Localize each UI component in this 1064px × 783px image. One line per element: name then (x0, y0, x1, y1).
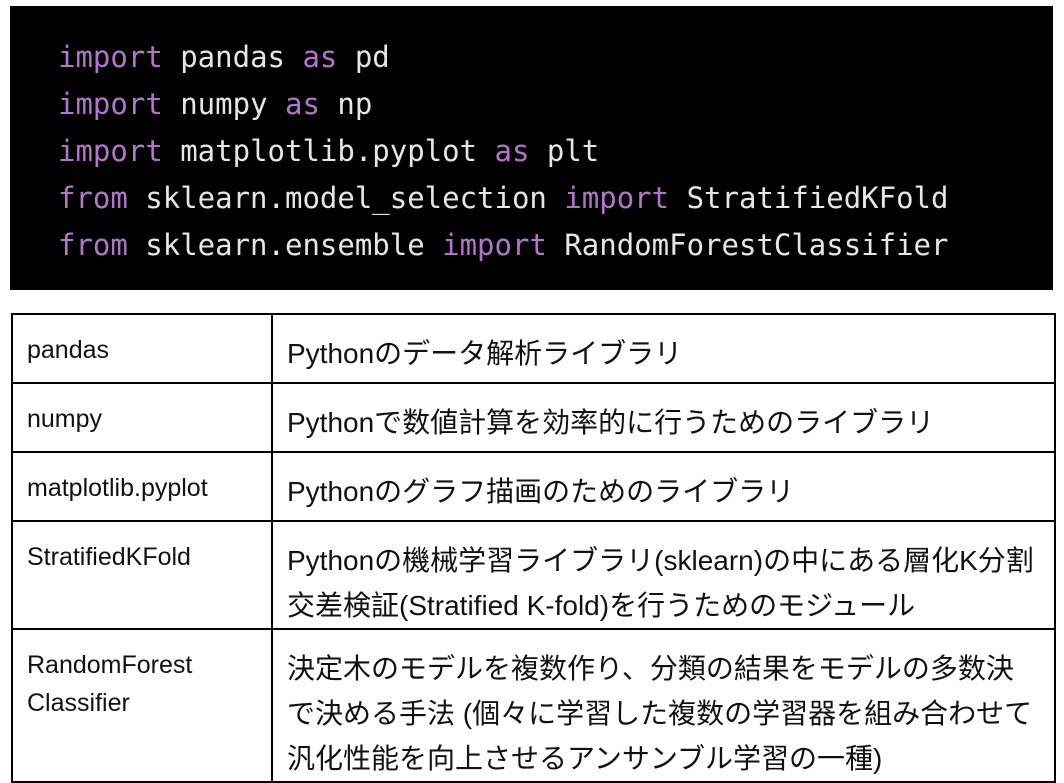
code-keyword: import (58, 134, 163, 168)
table-row: RandomForest Classifier 決定木のモデルを複数作り、分類の… (11, 628, 1056, 783)
code-text: pandas (162, 40, 303, 74)
definition-cell: Pythonのデータ解析ライブラリ (271, 313, 1056, 384)
table-row: matplotlib.pyplot Pythonのグラフ描画のためのライブラリ (11, 451, 1056, 522)
definition-cell: Pythonの機械学習ライブラリ(sklearn)の中にある層化K分割交差検証(… (271, 520, 1056, 630)
code-text: plt (529, 134, 600, 168)
code-text: RandomForestClassifier (546, 228, 949, 262)
definition-cell: Pythonのグラフ描画のためのライブラリ (271, 451, 1056, 522)
code-text: np (319, 87, 373, 121)
code-keyword: from (58, 228, 128, 262)
definition-cell: 決定木のモデルを複数作り、分類の結果をモデルの多数決で決める手法 (個々に学習し… (271, 628, 1056, 783)
code-keyword: as (302, 40, 338, 74)
code-line: from sklearn.ensemble import RandomFores… (58, 222, 1053, 269)
code-block: import pandas as pd import numpy as np i… (10, 6, 1053, 290)
code-keyword: as (494, 134, 530, 168)
code-line: from sklearn.model_selection import Stra… (58, 175, 1053, 222)
code-text: numpy (162, 87, 285, 121)
table-row: pandas Pythonのデータ解析ライブラリ (11, 313, 1056, 384)
term-cell: matplotlib.pyplot (11, 451, 273, 522)
code-keyword: import (564, 181, 670, 215)
term-cell: RandomForest Classifier (11, 628, 273, 783)
definition-cell: Pythonで数値計算を効率的に行うためのライブラリ (271, 382, 1056, 453)
term-cell: pandas (11, 313, 273, 384)
table-row: numpy Pythonで数値計算を効率的に行うためのライブラリ (11, 382, 1056, 453)
code-text: pd (337, 40, 390, 74)
code-line: import numpy as np (58, 81, 1053, 128)
code-keyword: import (58, 40, 163, 74)
table-row: StratifiedKFold Pythonの機械学習ライブラリ(sklearn… (11, 520, 1056, 630)
library-table: pandas Pythonのデータ解析ライブラリ numpy Pythonで数値… (11, 313, 1056, 783)
term-cell: StratifiedKFold (11, 520, 273, 630)
code-keyword: as (284, 87, 320, 121)
code-keyword: import (58, 87, 163, 121)
term-cell: numpy (11, 382, 273, 453)
code-text: sklearn.ensemble (127, 228, 443, 262)
code-text: StratifiedKFold (669, 181, 949, 215)
code-line: import matplotlib.pyplot as plt (58, 128, 1053, 175)
code-text: sklearn.model_selection (127, 181, 565, 215)
code-text: matplotlib.pyplot (162, 134, 495, 168)
code-keyword: from (58, 181, 128, 215)
code-keyword: import (442, 228, 547, 262)
code-line: import pandas as pd (58, 34, 1053, 81)
